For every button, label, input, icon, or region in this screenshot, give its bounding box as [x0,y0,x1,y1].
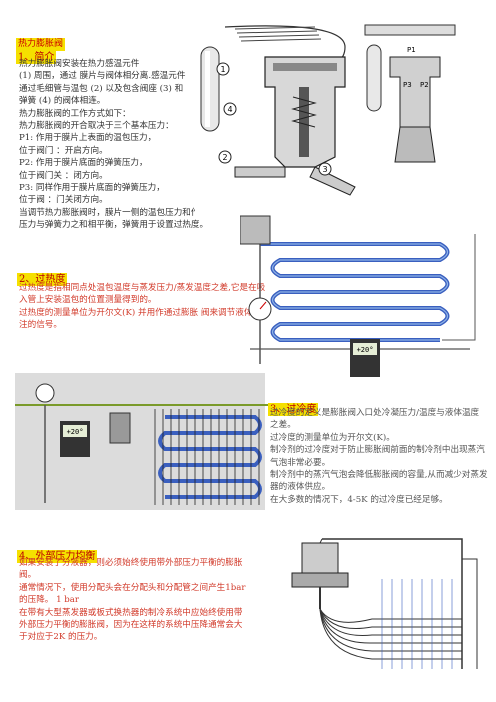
valve-cutaway-figure: 1 2 3 4 P1 P3 P2 [195,17,465,217]
s1-line: (1) 周围，通过 膜片与阀体相分离.感温元件 [19,71,186,82]
s3-line: 在大多数的情况下，4-5K 的过冷度已经足够。 [270,494,448,505]
section3-text: 过冷度的定义是膨胀阀入口处冷凝压力/温度与液体温度之差。过冷度的测量单位为开尔文… [270,407,488,506]
label-3: 3 [322,165,327,174]
s2-line: 过热度的测量单位为开尔文(K) 并用作通过膨胀 阀来调节液体充 [19,307,262,318]
page-title: 热力膨胀阀 [16,38,66,51]
s1-line: 位于阀门 ：开启方向。 [19,145,108,156]
s4-line: 于对应于2K 的压力。 [19,632,103,643]
s4-line: 在带有大型蒸发器或板式换热器的制冷系统中应始终使用带 [19,607,243,618]
s3-line: 过冷度的测量单位为开尔文(K)。 [270,432,395,443]
s3-line: 制冷剂的过冷度对于防止膨胀阀前面的制冷剂中出现蒸汽 [270,445,485,456]
s3-line: 气泡非常必要。 [270,457,331,468]
distributor-figure [291,538,478,669]
label-p1: P1 [407,46,416,54]
s3-line: 过冷度的定义是膨胀阀入口处冷凝压力/温度与液体温度 [270,408,480,418]
s3-line: 之差。 [270,420,296,431]
section3-heading: 3、过冷度 [268,403,319,416]
section2-heading: 2、过热度 [17,273,68,286]
s3-line: 器的液体供应。 [270,482,331,493]
label-2: 2 [222,153,227,162]
s1-line: P2: 作用于膜片底面的弹簧压力， [19,158,148,169]
s4-line: 的压降。 1 bar [19,595,80,606]
condenser-figure: +20° [15,383,270,505]
s1-line: 位于阀门关 ：闭方向。 [19,170,108,181]
s4-line: 如果安装了分液器，则必须始终使用带外部压力平衡的膨胀 [19,558,243,568]
subcooling-panel-bg [15,373,265,510]
s1-line: 热力膨胀阀的开合取决于三个基本压力： [19,121,174,132]
section3-heading-badge: 3、过冷度 [268,397,319,416]
s1-line: 通过毛细管与温包 (2) 以及包含阀座 (3) 和 [19,83,184,94]
s1-line: 压力与弹簧力之和相平衡，弹簧用于设置过热度。 [19,220,209,231]
section2-heading-badge: 2、过热度 [17,267,68,286]
s1-line: P3: 同样作用于膜片底面的弹簧压力， [19,183,165,194]
label-p3: P3 [403,81,412,89]
s3-line: 制冷剂中的蒸汽气泡会降低膨胀阀的容量,从而减少对蒸发 [270,470,488,481]
section1-heading-badge: 1、简介 [16,45,57,64]
section4-heading-badge: 4、外部压力均衡 [17,544,98,563]
s1-line: 热力膨胀阀的工作方式如下： [19,108,131,119]
s2-line: 入管上安装温包的位置测量得到的。 [19,295,157,306]
s1-line: 热力膨胀阀安装在热力感温元件 [19,59,140,69]
page-title-badge: 热力膨胀阀 [16,31,66,51]
s2-line: 过热度是指相同点处温包温度与蒸发压力/蒸发温度之差,它是在吸 [19,283,266,293]
evaporator-figure: +20° [240,215,476,377]
section4-heading: 4、外部压力均衡 [17,550,98,563]
s1-line: 弹簧 (4) 的阀体相连。 [19,96,106,107]
superheat-display: +20° [357,346,374,354]
section1-heading: 1、简介 [16,51,57,64]
subcooling-display: +20° [67,428,84,436]
s4-line: 阀。 [19,570,37,581]
section4-text: 如果安装了分液器，则必须始终使用带外部压力平衡的膨胀阀。通常情况下，使用分配头会… [19,557,245,644]
label-4: 4 [227,105,232,114]
label-1: 1 [220,65,225,74]
label-p2: P2 [420,81,429,89]
s4-line: 外部压力平衡的膨胀阀，因为在这样的系统中压降通常会大 [19,620,243,631]
s1-line: P1: 作用于膜片上表面的温包压力， [19,133,157,144]
s2-line: 注的信号。 [19,320,62,331]
section2-text: 过热度是指相同点处温包温度与蒸发压力/蒸发温度之差,它是在吸入管上安装温包的位置… [19,282,265,332]
s1-line: 当调节热力膨胀阀时，膜片一侧的温包压力和作用在另一侧的蒸发 [19,207,269,218]
s4-line: 通常情况下，使用分配头会在分配头和分配管之间产生1bar [19,582,246,593]
s1-line: 位于阀 ：门关闭方向。 [19,195,108,206]
section1-text: 热力膨胀阀安装在热力感温元件 (1) 周围，通过 膜片与阀体相分离.感温元件通过毛… [19,58,268,232]
